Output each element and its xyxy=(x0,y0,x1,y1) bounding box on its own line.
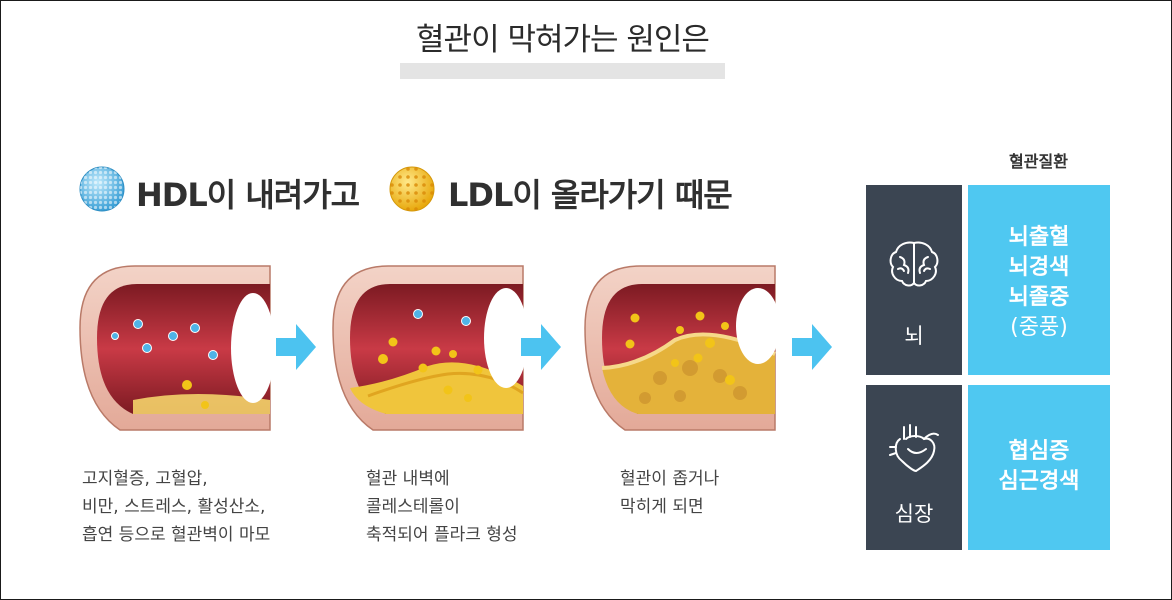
vessel-stage-1-illustration xyxy=(79,265,275,431)
heart-icon xyxy=(889,424,939,473)
disease-item: 뇌경색 xyxy=(1008,255,1070,280)
hdl-particle-icon xyxy=(79,166,125,212)
vessel-stage-2-illustration xyxy=(332,265,528,431)
disease-item: 뇌졸중 xyxy=(1008,285,1070,310)
title-underline-bar xyxy=(400,63,725,79)
diseases-panel-title: 혈관질환 xyxy=(1009,152,1068,171)
vessel-stage-3-illustration xyxy=(584,265,780,431)
disease-item: 협심증 xyxy=(1008,439,1070,464)
disease-box-heart: 협심증 심근경색 xyxy=(968,385,1110,550)
organ-box-heart: 심장 xyxy=(866,385,962,550)
page-title: 혈관이 막혀가는 원인은 xyxy=(416,22,710,58)
ldl-legend-text: LDL이 올라가기 때문 xyxy=(448,176,733,214)
arrow-right-icon xyxy=(792,324,832,370)
organ-label-heart: 심장 xyxy=(894,502,934,526)
ldl-particle-icon xyxy=(389,166,435,212)
stage-2-caption: 혈관 내벽에 콜레스테롤이 축적되어 플라크 형성 xyxy=(366,469,518,545)
disease-item: (중풍) xyxy=(1010,315,1068,340)
organ-label-brain: 뇌 xyxy=(904,324,924,348)
disease-box-brain: 뇌출혈 뇌경색 뇌졸중 (중풍) xyxy=(968,185,1110,375)
brain-icon xyxy=(889,241,939,287)
stage-1-caption: 고지혈증, 고혈압, 비만, 스트레스, 활성산소, 흡연 등으로 혈관벽이 마… xyxy=(82,469,271,545)
hdl-legend-text: HDL이 내려가고 xyxy=(136,176,360,214)
organ-box-brain: 뇌 xyxy=(866,185,962,375)
arrow-right-icon xyxy=(276,324,316,370)
disease-item: 뇌출혈 xyxy=(1008,225,1070,250)
stage-3-caption: 혈관이 좁거나 막히게 되면 xyxy=(620,469,720,517)
disease-item: 심근경색 xyxy=(998,469,1080,494)
arrow-right-icon xyxy=(521,324,561,370)
